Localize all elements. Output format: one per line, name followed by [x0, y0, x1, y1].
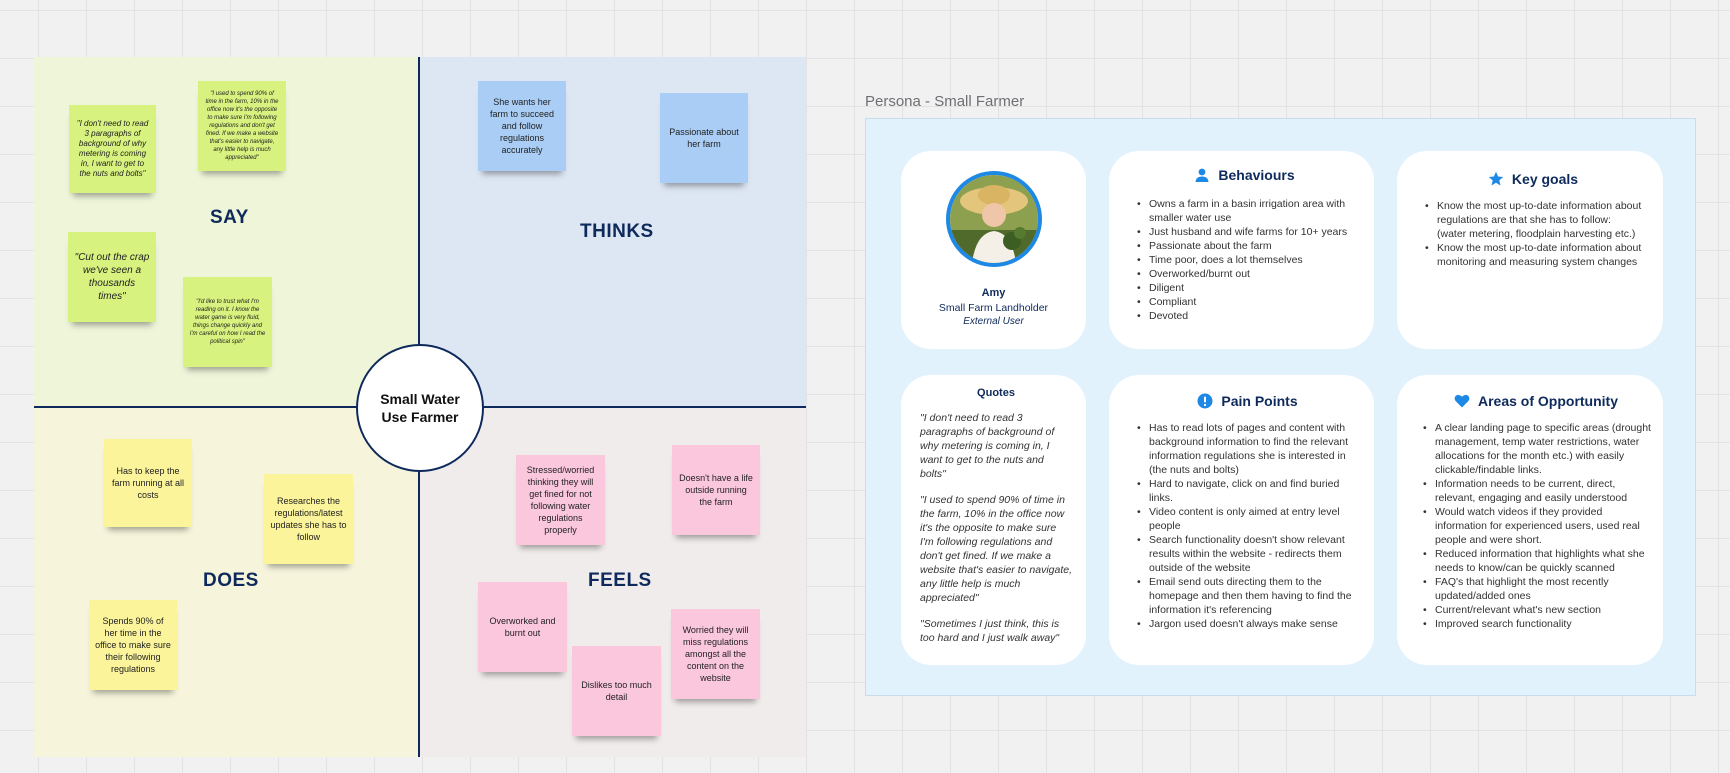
persona-frame-title[interactable]: Persona - Small Farmer: [865, 93, 1025, 110]
sticky-note[interactable]: Doesn't have a life outside running the …: [672, 445, 760, 535]
sticky-note[interactable]: "I used to spend 90% of time in the farm…: [198, 81, 286, 171]
key-goals-card: Key goals Know the most up-to-date infor…: [1397, 151, 1663, 349]
list-item: Know the most up-to-date information abo…: [1423, 241, 1643, 269]
sticky-note[interactable]: "Cut out the crap we've seen a thousands…: [68, 232, 156, 322]
pain-points-card: Pain Points Has to read lots of pages an…: [1109, 375, 1374, 665]
does-label: DOES: [203, 570, 259, 591]
thinks-label: THINKS: [580, 221, 654, 242]
list-item: Owns a farm in a basin irrigation area w…: [1135, 197, 1354, 225]
avatar: [945, 171, 1042, 267]
list-item: Know the most up-to-date information abo…: [1423, 199, 1643, 241]
sticky-note[interactable]: Overworked and burnt out: [478, 582, 567, 672]
quote-text: "I don't need to read 3 paragraphs of ba…: [920, 412, 1055, 480]
persona-user-type: External User: [963, 316, 1024, 327]
exclamation-icon: [1197, 393, 1213, 409]
key-goals-title: Key goals: [1511, 171, 1579, 187]
behaviours-card: Behaviours Owns a farm in a basin irriga…: [1109, 151, 1374, 349]
list-item: FAQ's that highlight the most recently u…: [1421, 575, 1651, 603]
list-item: Reduced information that highlights what…: [1421, 547, 1651, 575]
list-item: Devoted: [1135, 309, 1354, 323]
key-goals-header: Key goals: [1423, 171, 1643, 187]
heart-icon: [1454, 394, 1470, 408]
sticky-note[interactable]: She wants her farm to succeed and follow…: [478, 81, 566, 171]
list-item: Email send outs directing them to the ho…: [1135, 575, 1360, 617]
opportunity-title: Areas of Opportunity: [1477, 393, 1618, 409]
list-item: Search functionality doesn't show releva…: [1135, 533, 1360, 575]
list-item: A clear landing page to specific areas (…: [1421, 421, 1651, 477]
sticky-note[interactable]: Worried they will miss regulations among…: [671, 609, 760, 699]
sticky-note[interactable]: Passionate about her farm: [660, 93, 748, 183]
opportunity-list: A clear landing page to specific areas (…: [1421, 421, 1651, 631]
behaviours-header: Behaviours: [1135, 167, 1354, 183]
center-topic[interactable]: Small Water Use Farmer: [356, 344, 484, 472]
quote-text: "I used to spend 90% of time in the farm…: [920, 494, 1073, 604]
quotes-title: Quotes: [977, 387, 1015, 399]
list-item: Compliant: [1135, 295, 1354, 309]
sticky-note[interactable]: Spends 90% of her time in the office to …: [89, 600, 177, 690]
avatar-photo: [949, 175, 1038, 263]
list-item: Passionate about the farm: [1135, 239, 1354, 253]
behaviours-list: Owns a farm in a basin irrigation area w…: [1135, 197, 1354, 323]
opportunity-card: Areas of Opportunity A clear landing pag…: [1397, 375, 1663, 665]
list-item: Jargon used doesn't always make sense: [1135, 617, 1360, 631]
pain-points-title: Pain Points: [1221, 393, 1298, 409]
list-item: Has to read lots of pages and content wi…: [1135, 421, 1360, 477]
quote-text: "Sometimes I just think, this is too har…: [920, 618, 1060, 644]
key-goals-list: Know the most up-to-date information abo…: [1423, 199, 1643, 269]
list-item: Video content is only aimed at entry lev…: [1135, 505, 1360, 533]
user-icon: [1195, 168, 1209, 182]
pain-points-header: Pain Points: [1135, 393, 1360, 409]
persona-board: Amy Small Farm Landholder External User …: [865, 118, 1696, 696]
feels-label: FEELS: [588, 570, 652, 591]
sticky-note[interactable]: "I don't need to read 3 paragraphs of ba…: [69, 105, 156, 193]
list-item: Diligent: [1135, 281, 1354, 295]
sticky-note[interactable]: "I'd like to trust what I'm reading on i…: [183, 277, 272, 367]
list-item: Overworked/burnt out: [1135, 267, 1354, 281]
does-quadrant: [34, 407, 419, 757]
list-item: Improved search functionality: [1421, 617, 1651, 631]
sticky-note[interactable]: Dislikes too much detail: [572, 646, 661, 736]
sticky-note[interactable]: Researches the regulations/latest update…: [264, 474, 353, 564]
profile-card: Amy Small Farm Landholder External User: [901, 151, 1086, 349]
pain-points-list: Has to read lots of pages and content wi…: [1135, 421, 1360, 631]
persona-name: Amy: [981, 287, 1006, 299]
list-item: Time poor, does a lot themselves: [1135, 253, 1354, 267]
opportunity-header: Areas of Opportunity: [1421, 393, 1651, 409]
list-item: Hard to navigate, click on and find buri…: [1135, 477, 1360, 505]
list-item: Information needs to be current, direct,…: [1421, 477, 1651, 505]
sticky-note[interactable]: Stressed/worried thinking they will get …: [516, 455, 605, 545]
list-item: Just husband and wife farms for 10+ year…: [1135, 225, 1354, 239]
sticky-note[interactable]: Has to keep the farm running at all cost…: [104, 439, 192, 527]
behaviours-title: Behaviours: [1218, 167, 1295, 183]
persona-role: Small Farm Landholder: [938, 302, 1049, 314]
say-label: SAY: [210, 207, 249, 228]
list-item: Would watch videos if they provided info…: [1421, 505, 1651, 547]
star-icon: [1488, 171, 1504, 186]
list-item: Current/relevant what's new section: [1421, 603, 1651, 617]
quotes-card: Quotes "I don't need to read 3 paragraph…: [901, 375, 1086, 665]
